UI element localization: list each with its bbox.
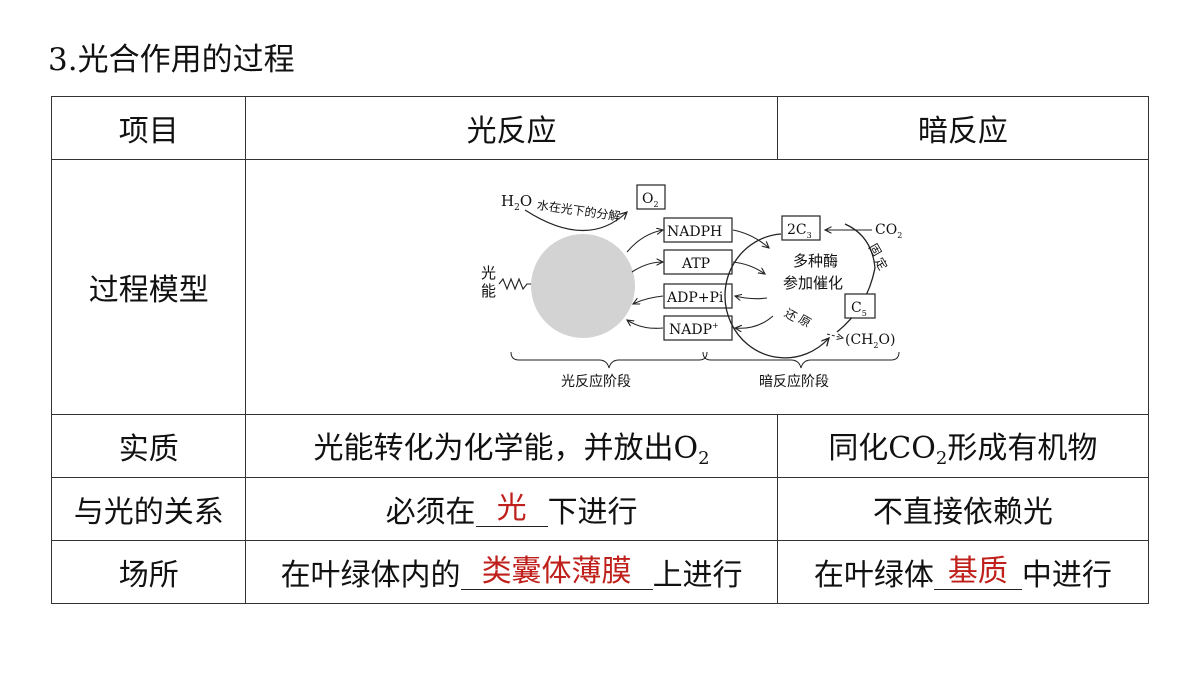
o2-label: O2 <box>642 191 659 209</box>
photosynthesis-diagram: H2O 水在光下的分解 O2 光 能 <box>481 184 903 390</box>
light-label-2: 能 <box>481 282 496 300</box>
adp-label: ADP+Pi <box>666 290 724 306</box>
c3-label: 2C3 <box>787 222 812 240</box>
model-diagram-cell: H2O 水在光下的分解 O2 光 能 <box>245 159 1149 415</box>
water-split-arrow <box>524 209 627 232</box>
light-zigzag <box>498 277 539 291</box>
o2-box <box>636 184 666 210</box>
relation-light-cell: 必须在光下进行 <box>245 477 778 541</box>
relation-dark-cell: 不直接依赖光 <box>776 477 1150 541</box>
light-stage-label: 光反应阶段 <box>561 373 631 390</box>
arrow-to-ch2o <box>827 333 843 338</box>
slide-title: 3.光合作用的过程 <box>48 42 295 78</box>
essence-dark-cell: 同化CO2形成有机物 <box>776 414 1150 478</box>
light-label-1: 光 <box>481 264 496 282</box>
site-light-cell: 在叶绿体内的类囊体薄膜上进行 <box>245 540 778 604</box>
co2-label: CO2 <box>875 222 902 240</box>
arrow-from-adp <box>633 295 664 304</box>
model-label: 过程模型 <box>50 159 247 415</box>
site-row: 场所 在叶绿体内的类囊体薄膜上进行 在叶绿体基质中进行 <box>50 540 1150 604</box>
ch2o-label: (CH2O) <box>845 332 895 350</box>
enzyme-label-2: 参加催化 <box>783 274 843 292</box>
arrow-from-nadp <box>627 320 664 329</box>
arrow-cycle-to-adp <box>735 296 768 299</box>
water-split-label: 水在光下的分解 <box>536 197 621 224</box>
thylakoid-grana <box>531 234 636 338</box>
arrow-nadph-to-cycle <box>733 229 769 248</box>
relation-label: 与光的关系 <box>50 477 247 541</box>
dark-stage-label: 暗反应阶段 <box>759 373 829 390</box>
answer-stroma: 基质 <box>933 555 1022 590</box>
c5-box <box>844 293 876 319</box>
essence-row: 实质 光能转化为化学能，并放出O2 同化CO2形成有机物 <box>50 414 1150 478</box>
nadph-label: NADPH <box>667 224 722 240</box>
calvin-cycle-arc <box>724 233 829 359</box>
arrow-to-atp <box>631 262 663 273</box>
header-dark-reaction: 暗反应 <box>776 96 1150 160</box>
answer-thylakoid: 类囊体薄膜 <box>460 555 653 590</box>
dark-stage-brace <box>702 351 900 369</box>
calvin-cycle-arc-fix <box>844 223 876 269</box>
light-stage-brace <box>510 351 708 369</box>
nadp-box <box>663 315 733 341</box>
relation-row: 与光的关系 必须在光下进行 不直接依赖光 <box>50 477 1150 541</box>
atp-label: ATP <box>681 256 710 272</box>
header-row: 项目 光反应 暗反应 <box>50 96 1150 160</box>
answer-light: 光 <box>475 492 548 527</box>
reduce-label-2: 原 <box>796 312 813 330</box>
arrow-atp-to-cycle <box>733 261 765 274</box>
c3-box <box>781 215 821 241</box>
h2o-label: H2O <box>501 192 532 213</box>
header-light-reaction: 光反应 <box>245 96 778 160</box>
model-row: 过程模型 H2O 水在光下的分解 O2 <box>50 159 1149 415</box>
adp-box <box>663 283 733 309</box>
arrow-to-nadph <box>626 230 663 253</box>
photosynthesis-table: 项目 光反应 暗反应 过程模型 H2O 水在光下的分解 <box>50 96 1150 604</box>
header-item: 项目 <box>50 96 247 160</box>
arrow-cycle-to-nadp <box>735 315 774 328</box>
enzyme-label-1: 多种酶 <box>793 252 838 270</box>
essence-label: 实质 <box>50 414 247 478</box>
site-label: 场所 <box>50 540 247 604</box>
atp-box <box>663 249 733 275</box>
nadph-box <box>663 217 733 243</box>
nadp-label: NADP+ <box>669 321 719 338</box>
essence-light-cell: 光能转化为化学能，并放出O2 <box>245 414 778 478</box>
c5-label: C5 <box>851 300 867 318</box>
site-dark-cell: 在叶绿体基质中进行 <box>776 540 1150 604</box>
